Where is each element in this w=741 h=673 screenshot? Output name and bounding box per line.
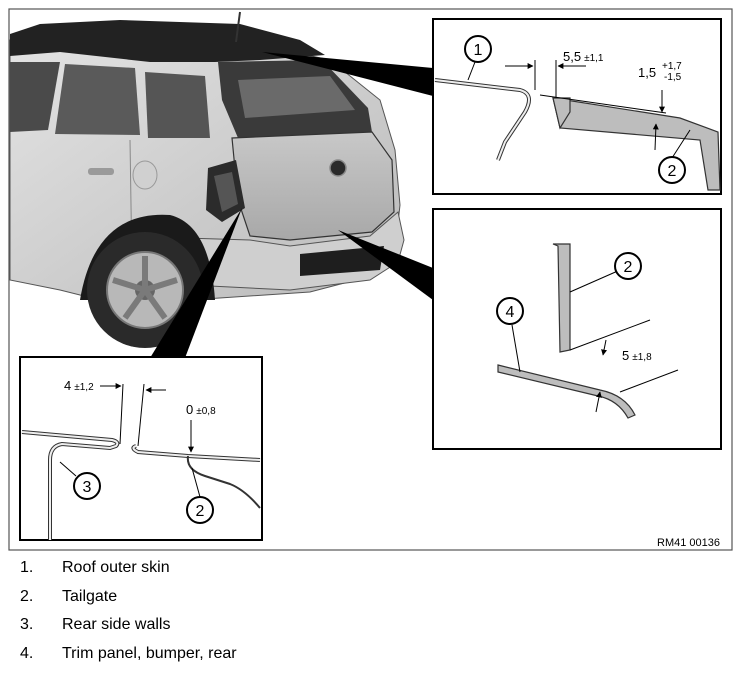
- legend-item: 3. Rear side walls: [0, 613, 741, 637]
- dim-bumper-gap: 5: [622, 348, 629, 363]
- callout-1: 1: [474, 42, 483, 59]
- car-illustration: [9, 11, 405, 348]
- svg-text:5±1,8: 5±1,8: [622, 348, 652, 363]
- diagram-figure: 1 2 5,5±1,1 1,5 +1,7 -1,5 2 4 5±1,8: [8, 8, 733, 551]
- reference-code: RM41 00136: [657, 537, 720, 549]
- legend-text: Roof outer skin: [62, 559, 170, 576]
- dim-roof-gap-tol: ±1,1: [584, 53, 604, 64]
- dim-side-flush: 0: [186, 402, 193, 417]
- dim-side-gap-tol: ±1,2: [74, 382, 94, 393]
- pointer-wedge-bumper: [338, 230, 433, 300]
- detail-roof-tailgate: 1 2 5,5±1,1 1,5 +1,7 -1,5: [432, 18, 722, 195]
- callout-2-bumper: 2: [624, 259, 633, 276]
- legend-item: 2. Tailgate: [0, 585, 741, 609]
- dim-roof-flush: 1,5: [638, 65, 656, 80]
- svg-text:4±1,2: 4±1,2: [64, 378, 94, 393]
- pointer-wedge-roof: [262, 52, 433, 96]
- pointer-wedge-side: [150, 208, 242, 358]
- callout-3: 3: [83, 479, 92, 496]
- legend-text: Rear side walls: [62, 616, 171, 633]
- legend-number: 3.: [20, 616, 34, 633]
- brand-badge-icon: [329, 159, 347, 177]
- dim-roof-flush-tol-lower: -1,5: [664, 72, 682, 83]
- legend-item: 1. Roof outer skin: [0, 556, 741, 580]
- detail-tailgate-bumper: 2 4 5±1,8: [432, 208, 722, 450]
- legend-number: 1.: [20, 559, 34, 576]
- detail-side-tailgate: 3 2 4±1,2 0±0,8: [19, 356, 263, 541]
- dim-bumper-gap-tol: ±1,8: [632, 352, 652, 363]
- legend-item: 4. Trim panel, bumper, rear: [0, 642, 741, 666]
- dim-roof-gap: 5,5: [563, 49, 581, 64]
- callout-4: 4: [506, 304, 515, 321]
- tailgate-shape: [231, 131, 395, 241]
- dim-side-gap: 4: [64, 378, 71, 393]
- legend-text: Tailgate: [62, 588, 118, 605]
- legend-number: 2.: [20, 588, 34, 605]
- dim-roof-flush-tol-upper: +1,7: [662, 61, 682, 72]
- callout-2-roof: 2: [668, 163, 677, 180]
- callout-2-side: 2: [196, 503, 205, 520]
- legend-text: Trim panel, bumper, rear: [62, 645, 237, 662]
- legend-number: 4.: [20, 645, 34, 662]
- svg-text:0±0,8: 0±0,8: [186, 402, 216, 417]
- svg-text:5,5±1,1: 5,5±1,1: [563, 49, 604, 64]
- dim-side-flush-tol: ±0,8: [196, 406, 216, 417]
